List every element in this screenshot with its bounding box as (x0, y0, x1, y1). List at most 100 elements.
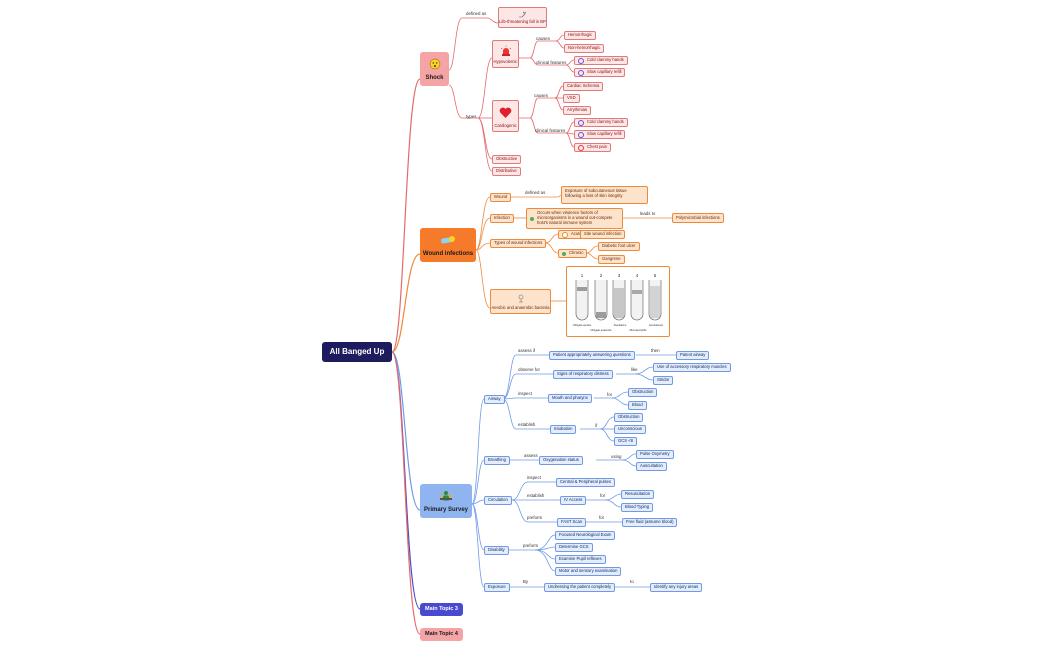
injury-areas-node[interactable]: Identify any injury areas (650, 583, 703, 592)
using-node[interactable]: Pulse Oxymetry (636, 450, 674, 459)
mouth-pharynx-node[interactable]: Mouth and pharynx (548, 394, 592, 403)
main-topic-primary-survey[interactable]: Primary Survey (420, 484, 472, 518)
for-node[interactable]: Resuscitation (621, 490, 655, 499)
circulation-node[interactable]: Circulation (484, 496, 512, 505)
polymicrobial-node[interactable]: Polymicrobial infections (672, 213, 724, 223)
oxygenation-node[interactable]: Oxygenation status (539, 456, 583, 465)
bacteria-node[interactable]: Aerobic and anaerobic bacteria (490, 289, 551, 314)
label-assess: assess (524, 453, 538, 458)
label-inspect: inspect (527, 475, 541, 480)
if-node[interactable]: GCS <8 (614, 437, 638, 446)
label-clinical-features: clinical features (536, 60, 567, 65)
bandage-icon (440, 228, 456, 251)
oxygen-requirement-tubes-image: 1 2 3 4 5 Obligate aerobe Facultative Ae… (566, 266, 670, 337)
exposure-node[interactable]: Exposure (484, 583, 510, 592)
label-like: like (631, 367, 638, 372)
star-face-icon (429, 52, 441, 75)
patent-airway-node[interactable]: Patent airway (676, 351, 710, 360)
cause-node[interactable]: Non-hemorrhagic (564, 44, 605, 53)
feature-node[interactable]: Cold clammy hands (574, 56, 628, 65)
main-topic-wound-infections[interactable]: Wound infections (420, 228, 476, 262)
main-topic-shock[interactable]: Shock (420, 52, 449, 86)
wound-definition[interactable]: Exposure of subcutaneous tissue followin… (561, 186, 648, 204)
for-node[interactable]: Blood (628, 401, 647, 410)
label-leads-to: leads to (640, 211, 656, 216)
microscope-icon (517, 290, 525, 306)
label-assess-if: assess if (518, 348, 536, 353)
bullet-icon (530, 216, 534, 221)
tube-number: 5 (654, 273, 657, 278)
pulses-node[interactable]: Central & Peripheral pulses (556, 478, 615, 487)
tube-number: 1 (581, 273, 584, 278)
feature-node[interactable]: Chest pain (574, 143, 612, 152)
cause-node[interactable]: Hemorrhagic (564, 31, 596, 40)
tube-caption: Obligate anaerobe (590, 328, 612, 332)
label-defined-as: defined as (466, 11, 487, 16)
disability-node[interactable]: Disability (484, 546, 509, 555)
tube-number: 3 (618, 273, 621, 278)
infection-definition[interactable]: Occurs when virulence factors of microor… (526, 208, 623, 229)
label-observe-for: observe for (518, 367, 540, 372)
site-infection-node[interactable]: Site wound infection (580, 230, 626, 239)
type-hypovolemic[interactable]: Hypovolemic (492, 40, 519, 68)
if-node[interactable]: Obstruction (614, 413, 644, 422)
respiratory-distress-node[interactable]: Signs of respiratory distress (553, 370, 613, 379)
main-topic-4[interactable]: Main Topic 4 (420, 628, 463, 641)
label-preform: preform (523, 543, 539, 548)
bullet-icon (578, 69, 584, 76)
chronic-child-node[interactable]: Diabetic foot ulcer (598, 242, 640, 251)
label-types: types (466, 114, 477, 119)
siren-icon (500, 41, 512, 60)
shock-definition[interactable]: Life-threatening fall in BP (498, 7, 547, 28)
infection-node[interactable]: Infection (490, 214, 514, 223)
disability-exam-node[interactable]: Motor and sensory examination (555, 567, 622, 576)
breathing-node[interactable]: Breathing (484, 456, 510, 465)
type-obstructive[interactable]: Obstructive (492, 155, 522, 164)
intubation-node[interactable]: Intubation (550, 425, 577, 434)
bullet-icon (578, 131, 584, 138)
cause-node[interactable]: Arrythmias (563, 106, 592, 115)
label-to: to (630, 579, 634, 584)
wound-types-node[interactable]: Types of wound infections (490, 239, 547, 248)
iv-access-node[interactable]: IV Access (560, 496, 587, 505)
label-causes: causes (536, 36, 550, 41)
feature-node[interactable]: Cold clammy hands (574, 118, 628, 127)
disability-exam-node[interactable]: Focused Neurological Exam (555, 531, 616, 540)
root-topic[interactable]: All Banged Up (322, 342, 392, 362)
using-node[interactable]: Auscultation (636, 462, 667, 471)
tube-number: 4 (636, 273, 639, 278)
disability-exam-node[interactable]: Examine Pupil reflexes (555, 555, 606, 564)
wound-node[interactable]: Wound (490, 193, 512, 202)
fast-scan-node[interactable]: FAST Scan (557, 518, 587, 527)
feature-node[interactable]: Slow capillary refill (574, 68, 626, 77)
label-by: By (523, 579, 529, 584)
if-node[interactable]: Unconscious (614, 425, 646, 434)
chronic-child-node[interactable]: Gangrene (598, 255, 625, 264)
disability-exam-node[interactable]: Determine GCS (555, 543, 593, 552)
cause-node[interactable]: Cardiac Ischemia (563, 82, 604, 91)
chronic-node[interactable]: Chronic (558, 249, 588, 258)
feature-node[interactable]: Slow capillary refill (574, 130, 626, 139)
assess-node[interactable]: Patient appropriately answering question… (549, 351, 635, 360)
like-node[interactable]: Stridor (653, 376, 674, 385)
label-clinical-features: clinical features (535, 128, 566, 133)
free-fluid-node[interactable]: Free fluid (assume blood) (622, 518, 678, 527)
main-topic-3[interactable]: Main Topic 3 (420, 603, 463, 616)
for-node[interactable]: Obstruction (628, 388, 658, 397)
like-node[interactable]: Use of accessory respiratory muscles (653, 363, 731, 372)
tube-caption: Facultative (614, 323, 627, 327)
tube-caption: Obligate aerobe (573, 323, 592, 327)
undressing-node[interactable]: Undressing the patient completely (544, 583, 616, 592)
tube-caption: Aerotolerant (649, 323, 663, 327)
type-cardiogenic[interactable]: Cardiogenic (492, 100, 519, 132)
type-distributive[interactable]: Distributive (492, 167, 521, 176)
people-icon (439, 484, 453, 507)
bullet-icon (578, 57, 584, 64)
label-then: then (651, 348, 660, 353)
airway-node[interactable]: Airway (484, 395, 505, 404)
label-inspect: inspect (518, 391, 532, 396)
bullet-icon (578, 119, 584, 126)
cause-node[interactable]: VSD (563, 94, 580, 103)
for-node[interactable]: Blood Typing (621, 503, 654, 512)
bullet-icon (562, 231, 568, 238)
